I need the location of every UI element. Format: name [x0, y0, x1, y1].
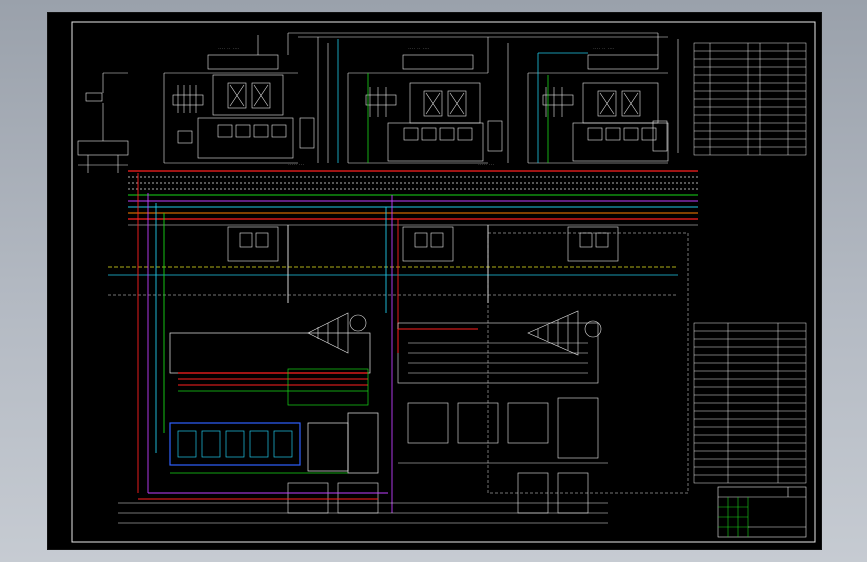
- lower-left-manifold: [169, 332, 379, 474]
- misc-labels: ···· ·· ···· ···· ·· ···· ···· ·· ···· ·…: [218, 46, 615, 166]
- lower-right-manifold: [397, 322, 608, 514]
- svg-text:···· ·· ····: ···· ·· ····: [218, 46, 240, 50]
- schematic-drawing: ···· ·· ···· ···· ·· ···· ···· ·· ···· ·…: [71, 21, 816, 543]
- top-unit-left: [163, 33, 315, 164]
- inner-frame: [71, 21, 816, 543]
- svg-text:····· ···: ····· ···: [288, 162, 304, 166]
- mid-valve-blocks: [227, 226, 619, 262]
- top-unit-right: [527, 54, 669, 164]
- drawing-sheet: ···· ·· ···· ···· ·· ···· ···· ·· ···· ·…: [47, 12, 822, 550]
- green-top-lines: [367, 73, 549, 163]
- bus-lines: [108, 170, 698, 296]
- parts-table-bottom: [693, 322, 807, 484]
- bus-taps: [137, 173, 489, 513]
- left-valve-symbol: [77, 72, 129, 173]
- compressor-right: [527, 310, 602, 356]
- title-block: [717, 486, 807, 538]
- bottom-color-lines: [138, 492, 388, 500]
- top-supply-lines: [288, 32, 679, 163]
- svg-text:····· ···: ····· ···: [478, 162, 494, 166]
- lower-right-red: [397, 328, 478, 353]
- top-unit-center: [347, 54, 503, 164]
- dashed-outline-right: [487, 232, 689, 494]
- parts-table-top: [693, 42, 807, 156]
- compressor-left: [307, 312, 367, 354]
- bottom-lines: [118, 482, 608, 524]
- svg-text:···· ·· ····: ···· ·· ····: [593, 46, 615, 50]
- cyan-top-lines: [337, 39, 588, 163]
- svg-text:···· ·· ····: ···· ·· ····: [408, 46, 430, 50]
